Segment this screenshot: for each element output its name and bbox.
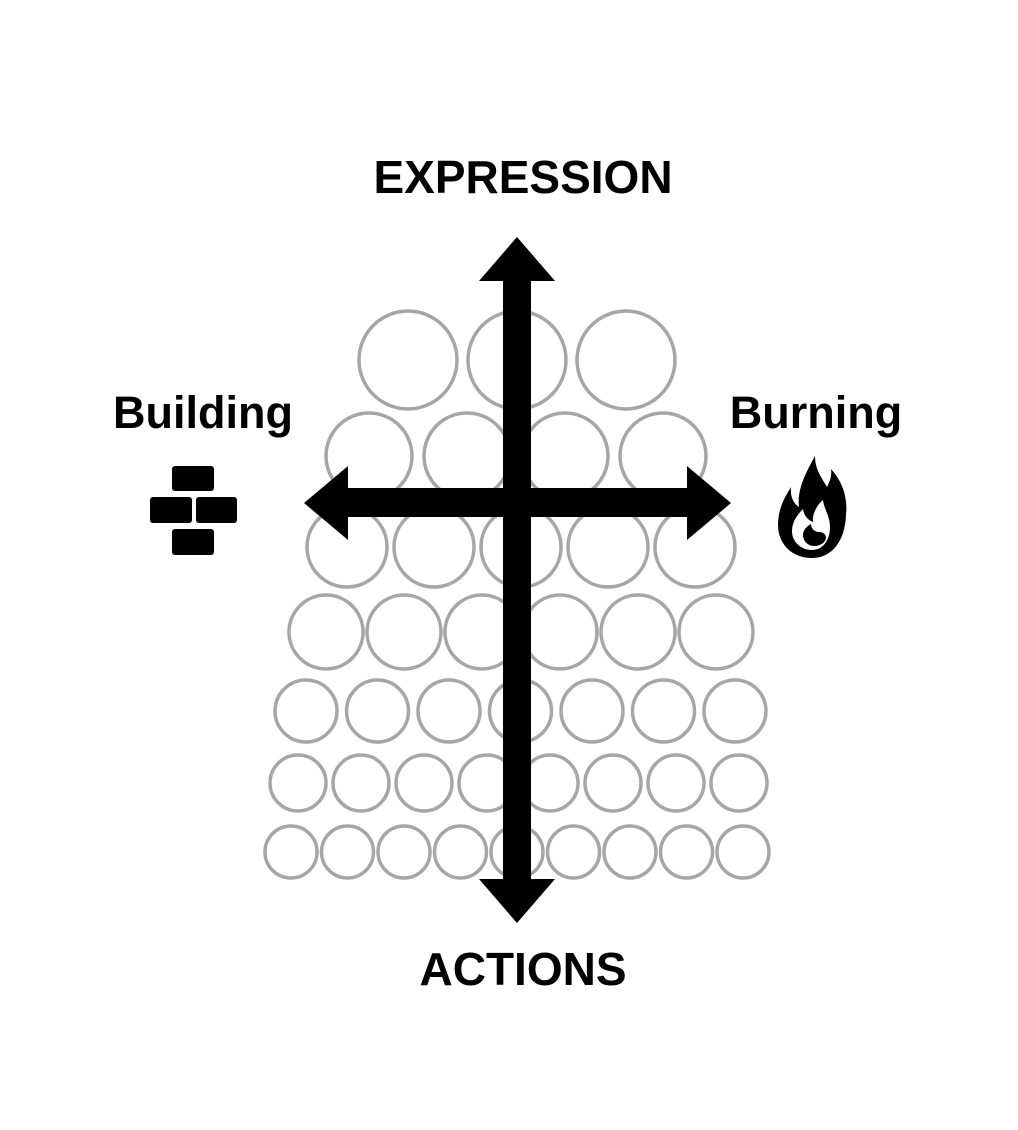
- pyramid-circle: [319, 824, 376, 880]
- pyramid-circle: [646, 753, 706, 813]
- arrow-right-head: [687, 466, 731, 540]
- pyramid-circle: [357, 309, 459, 411]
- pyramid-circle: [545, 824, 602, 880]
- pyramid-circle: [575, 309, 677, 411]
- fire-icon: [778, 456, 847, 558]
- pyramid-circle: [677, 593, 755, 671]
- pyramid-circle: [602, 824, 658, 880]
- horizontal-axis-shaft: [345, 488, 690, 517]
- pyramid-circle: [583, 753, 643, 813]
- right-label: Burning: [730, 387, 902, 438]
- pyramid-circle: [599, 593, 677, 671]
- vertical-axis-shaft: [503, 278, 531, 884]
- arrow-up-head: [479, 237, 555, 281]
- pyramid-circle: [376, 824, 432, 880]
- pyramid-circle: [559, 678, 625, 744]
- top-axis-label: EXPRESSION: [373, 151, 672, 203]
- pyramid-circle: [709, 753, 769, 813]
- pyramid-circle: [521, 593, 599, 671]
- pyramid-circle: [263, 824, 319, 880]
- bottom-axis-label: ACTIONS: [420, 943, 627, 995]
- pyramid-circle: [287, 593, 365, 671]
- pyramid-circle: [365, 593, 443, 671]
- pyramid-circle: [520, 411, 610, 501]
- pyramid-circle: [273, 678, 339, 744]
- pyramid-circle: [422, 411, 512, 501]
- pyramid-circle: [394, 753, 454, 813]
- pyramid-circle: [432, 824, 489, 880]
- pyramid-circle: [416, 678, 482, 744]
- arrow-cross: [304, 237, 731, 923]
- pyramid-circle: [715, 824, 771, 880]
- left-label: Building: [113, 387, 293, 438]
- pyramid-circle: [658, 824, 715, 880]
- pyramid-circle: [566, 505, 650, 589]
- brick-wall-icon: [150, 466, 237, 555]
- arrow-down-head: [479, 879, 555, 923]
- pyramid-circle: [344, 678, 411, 744]
- pyramid-circle: [630, 678, 697, 744]
- pyramid-circle: [702, 678, 768, 744]
- pyramid-circle: [392, 505, 476, 589]
- pyramid-circle: [268, 753, 328, 813]
- arrow-left-head: [304, 466, 348, 540]
- pyramid-circle: [331, 753, 391, 813]
